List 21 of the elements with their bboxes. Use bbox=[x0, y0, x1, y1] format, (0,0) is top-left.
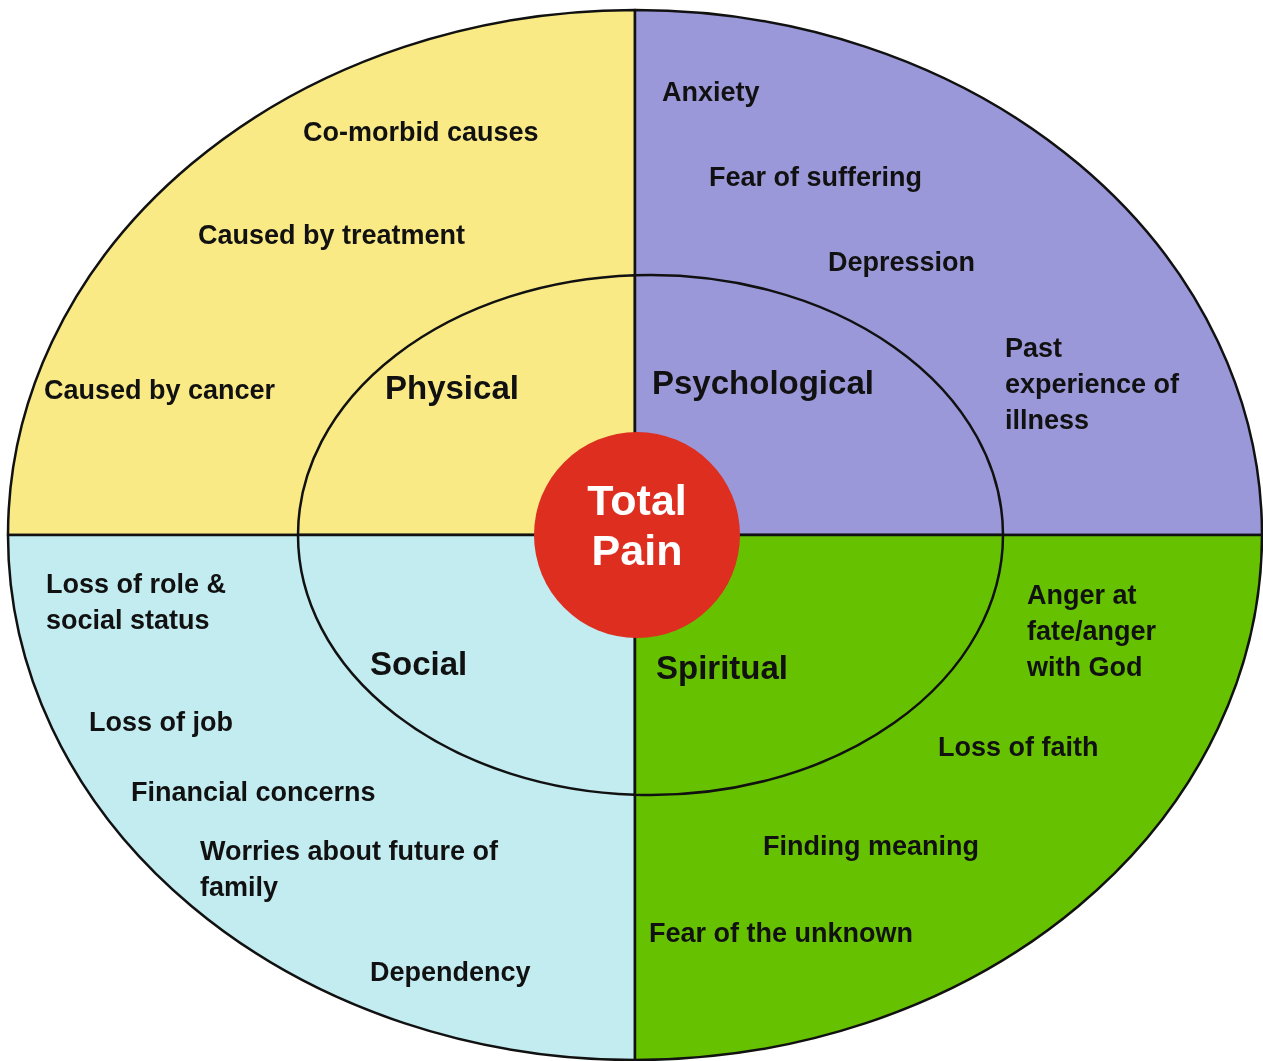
factor-label: Fear of suffering bbox=[709, 161, 923, 194]
category-label: Social bbox=[370, 645, 468, 683]
factor-label: Fear of the unknown bbox=[649, 917, 913, 950]
factor-label: Loss of role & social status bbox=[46, 568, 228, 637]
factor-label: Loss of job bbox=[89, 706, 233, 739]
factor-label: Worries about future of family bbox=[200, 835, 499, 904]
factor-label: Finding meaning bbox=[763, 830, 979, 863]
factor-label: Financial concerns bbox=[131, 776, 376, 809]
factor-label: Past experience of illness bbox=[1005, 332, 1181, 437]
factor-label: Loss of faith bbox=[938, 731, 1099, 764]
category-label: Physical bbox=[385, 369, 519, 407]
factor-label: Anger at fate/anger with God bbox=[1027, 579, 1158, 684]
factor-label: Dependency bbox=[370, 956, 531, 989]
category-label: Psychological bbox=[652, 364, 874, 402]
factor-label: Caused by treatment bbox=[198, 219, 466, 252]
factor-label: Caused by cancer bbox=[44, 374, 276, 407]
category-label: Spiritual bbox=[656, 649, 789, 687]
center-label: Total Pain bbox=[586, 475, 688, 575]
factor-label: Anxiety bbox=[662, 76, 760, 109]
factor-label: Co-morbid causes bbox=[303, 116, 539, 149]
factor-label: Depression bbox=[828, 246, 976, 279]
